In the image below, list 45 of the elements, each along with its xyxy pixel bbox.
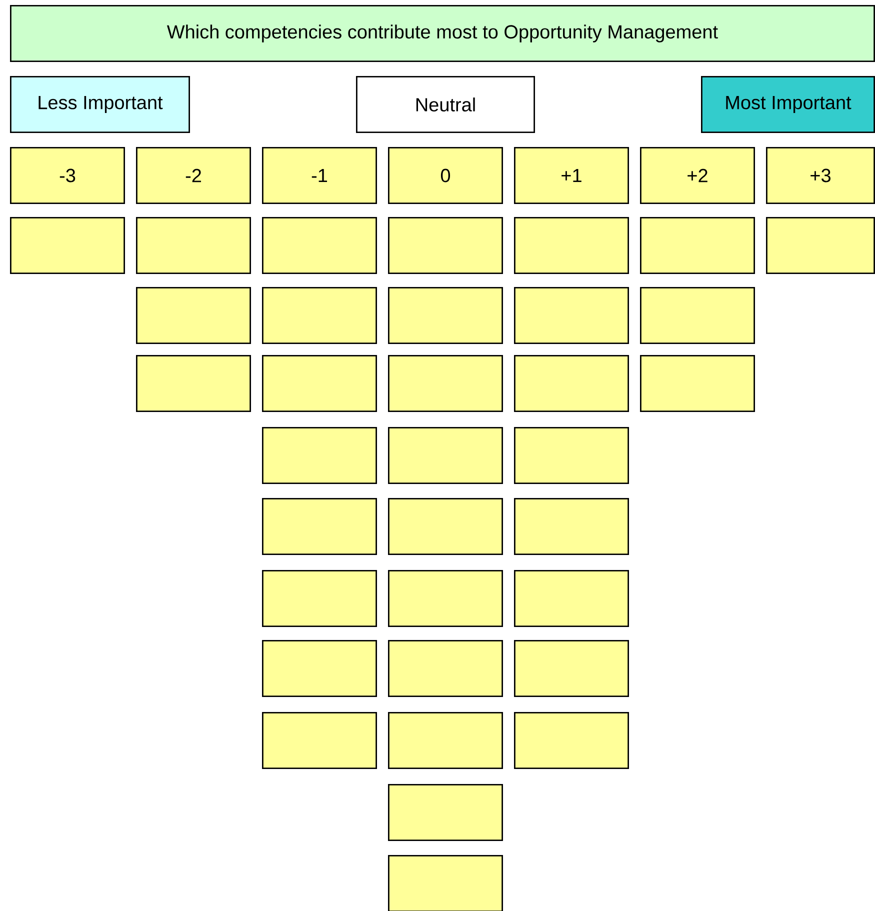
card-slot: [262, 287, 377, 344]
score-header-box: +3: [766, 147, 875, 204]
card-slot: [514, 217, 629, 274]
title-banner: Which competencies contribute most to Opportunity Management: [10, 5, 875, 62]
score-header-box: -1: [262, 147, 377, 204]
card-slot: [388, 355, 503, 412]
card-slot: [388, 640, 503, 697]
card-slot: [262, 498, 377, 555]
card-slot: [514, 355, 629, 412]
card-slot: [388, 427, 503, 484]
card-slot: [388, 855, 503, 911]
card-slot: [388, 784, 503, 841]
card-slot: [514, 640, 629, 697]
card-slot: [388, 570, 503, 627]
score-header-box: -2: [136, 147, 251, 204]
card-slot: [514, 570, 629, 627]
card-slot: [640, 287, 755, 344]
card-slot: [262, 355, 377, 412]
card-slot: [388, 217, 503, 274]
card-slot: [388, 712, 503, 769]
card-slot: [388, 498, 503, 555]
score-header-box: +2: [640, 147, 755, 204]
card-slot: [514, 712, 629, 769]
card-slot: [262, 427, 377, 484]
card-slot: [514, 287, 629, 344]
card-slot: [262, 640, 377, 697]
score-header-box: 0: [388, 147, 503, 204]
card-slot: [136, 355, 251, 412]
scale-label-box: Most Important: [701, 76, 875, 133]
card-slot: [640, 355, 755, 412]
score-header-box: -3: [10, 147, 125, 204]
card-slot: [640, 217, 755, 274]
scale-label-box: Neutral: [356, 76, 535, 133]
score-header-box: +1: [514, 147, 629, 204]
card-slot: [514, 427, 629, 484]
card-slot: [766, 217, 875, 274]
card-slot: [514, 498, 629, 555]
scale-label-box: Less Important: [10, 76, 190, 133]
card-slot: [10, 217, 125, 274]
card-slot: [262, 570, 377, 627]
card-slot: [262, 217, 377, 274]
card-slot: [136, 217, 251, 274]
card-slot: [388, 287, 503, 344]
card-slot: [262, 712, 377, 769]
card-slot: [136, 287, 251, 344]
